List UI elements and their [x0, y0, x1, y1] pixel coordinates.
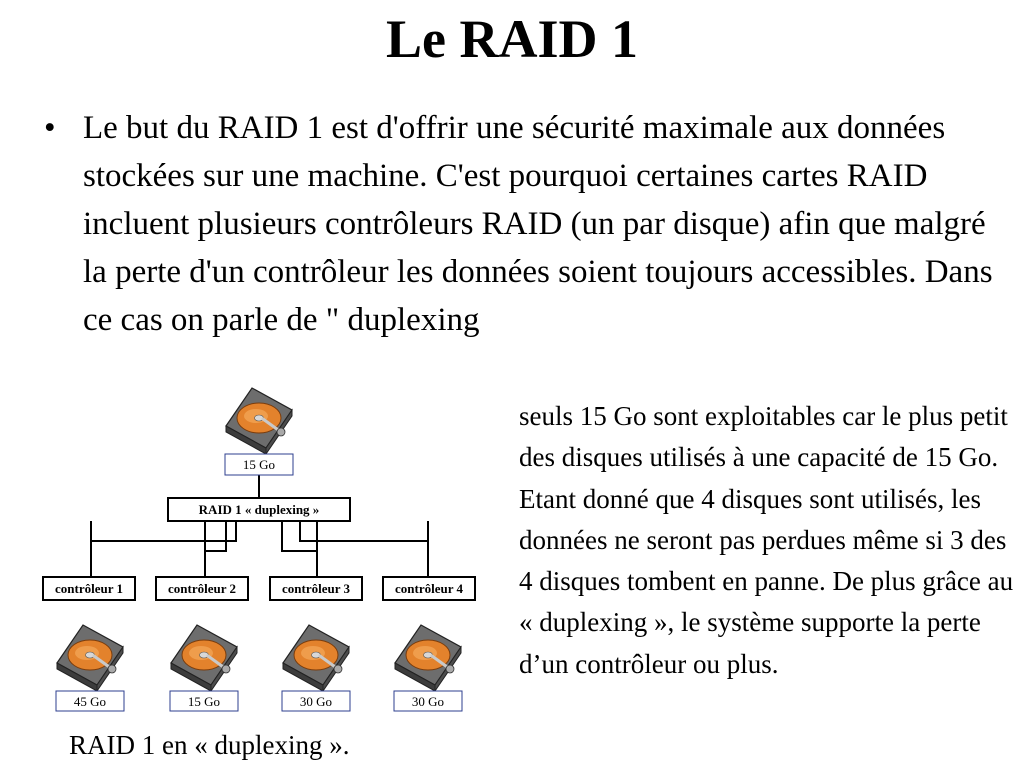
hard-disk-icon [169, 623, 239, 693]
controller-2-label: contrôleur 2 [168, 581, 236, 596]
hard-disk-icon [281, 623, 351, 693]
disk-3-capacity: 30 Go [300, 694, 332, 709]
hard-disk-icon [393, 623, 463, 693]
slide-title: Le RAID 1 [386, 9, 638, 69]
controller-4-label: contrôleur 4 [395, 581, 463, 596]
bullet-marker: • [44, 110, 56, 146]
controller-1-label: contrôleur 1 [55, 581, 123, 596]
top-capacity-label: 15 Go [243, 457, 275, 472]
disk-2-capacity: 15 Go [188, 694, 220, 709]
raid-duplexing-diagram: 15 Go RAID 1 « duplexing » contrôleur 1 … [42, 386, 476, 712]
hard-disk-icon [224, 386, 294, 456]
controller-3-label: contrôleur 3 [282, 581, 350, 596]
bullet-text: Le but du RAID 1 est d'offrir une sécuri… [83, 110, 993, 338]
hard-disk-icon [55, 623, 125, 693]
disk-4-capacity: 30 Go [412, 694, 444, 709]
disk-1-capacity: 45 Go [74, 694, 106, 709]
side-explanation: seuls 15 Go sont exploitables car le plu… [519, 401, 1014, 679]
diagram-caption: RAID 1 en « duplexing ». [69, 730, 350, 760]
raid-box-label: RAID 1 « duplexing » [199, 502, 320, 517]
